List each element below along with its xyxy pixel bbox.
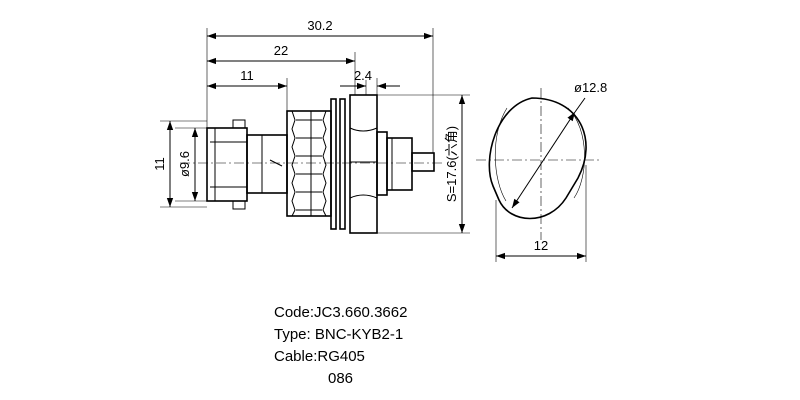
washer-2 bbox=[339, 98, 346, 230]
nut-end-view bbox=[476, 88, 600, 240]
dim-rear-offset: 2.4 bbox=[354, 68, 372, 83]
nut-diameter-leader bbox=[574, 97, 586, 113]
rear-body bbox=[386, 137, 413, 191]
part-info: Code:JC3.660.3662 Type: BNC-KYB2-1 Cable… bbox=[274, 302, 407, 390]
dim-overall-length: 30.2 bbox=[307, 18, 332, 33]
thread-section bbox=[286, 110, 332, 217]
hex-nut bbox=[349, 94, 378, 234]
neck-mark bbox=[269, 159, 283, 167]
dim-height: 11 bbox=[152, 157, 167, 171]
part-type: Type: BNC-KYB2-1 bbox=[274, 326, 404, 343]
dim-body-length: 22 bbox=[274, 43, 288, 58]
front-body bbox=[206, 127, 248, 202]
nut-outline bbox=[488, 97, 587, 220]
dimension-lines bbox=[166, 32, 586, 260]
hex-nut-curve-bottom bbox=[349, 194, 378, 199]
dim-nut-diameter: ø12.8 bbox=[574, 80, 607, 95]
part-number: 086 bbox=[328, 370, 354, 387]
nut-edge-left bbox=[494, 107, 508, 202]
nut-edge-right bbox=[567, 107, 585, 199]
neck bbox=[246, 134, 288, 194]
bayonet-pin-bottom bbox=[232, 200, 246, 210]
connector-side-view bbox=[180, 94, 445, 234]
dim-hex-across-flats: S=17.6(六角) bbox=[444, 126, 459, 202]
dim-front-diameter: ø9.6 bbox=[177, 151, 192, 177]
part-code: Code:JC3.660.3662 bbox=[274, 304, 408, 321]
hex-nut-curve-top bbox=[349, 127, 378, 132]
contact-pin bbox=[411, 152, 435, 172]
thread-right bbox=[322, 110, 327, 217]
bayonet-pin-top bbox=[232, 119, 246, 129]
nut-diameter-line bbox=[511, 111, 576, 209]
rear-flange bbox=[376, 131, 388, 196]
washer-1 bbox=[330, 98, 337, 230]
part-cable: Cable:RG405 bbox=[274, 348, 365, 365]
thread-left bbox=[291, 110, 296, 217]
dim-front-length: 11 bbox=[240, 68, 254, 83]
dim-nut-width: 12 bbox=[534, 238, 548, 253]
extension-lines bbox=[160, 28, 587, 262]
